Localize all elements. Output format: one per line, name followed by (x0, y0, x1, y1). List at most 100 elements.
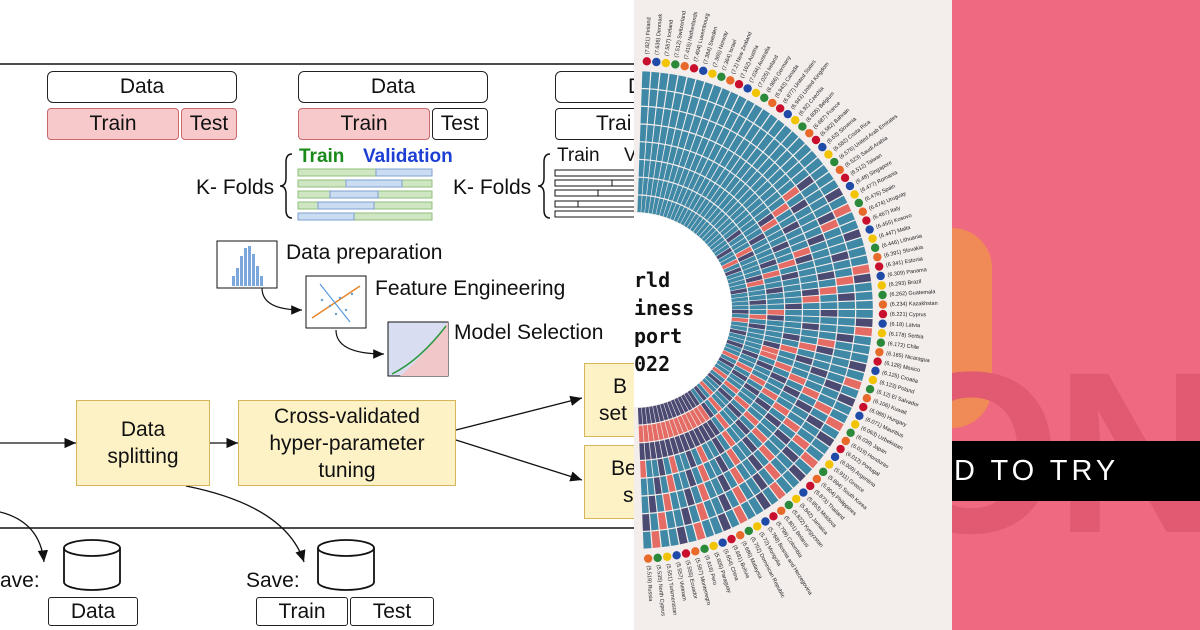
radial-segment (651, 423, 659, 441)
radial-segment (645, 142, 652, 160)
radial-segment (784, 315, 802, 322)
radial-segment (801, 386, 820, 400)
radial-segment (730, 158, 746, 175)
flag-icon (876, 338, 886, 347)
radial-segment (769, 434, 786, 451)
radial-segment (690, 154, 702, 172)
radial-segment (829, 195, 848, 211)
diagram-lines (0, 63, 634, 591)
banner-text: D TO TRY (954, 454, 1120, 487)
country-label: (6.293) Brazil (889, 279, 922, 288)
radial-segment (679, 149, 690, 168)
radial-segment (731, 301, 749, 306)
radial-segment (795, 354, 813, 366)
flag-icon (672, 551, 681, 560)
radial-segment (745, 274, 763, 283)
radial-segment (649, 406, 656, 424)
radial-segment (726, 426, 741, 444)
radial-segment (663, 200, 672, 218)
radial-segment (781, 156, 798, 173)
radial-segment (817, 211, 836, 226)
save-train-box: Train (256, 597, 348, 626)
radial-segment (676, 490, 688, 508)
radial-segment (640, 460, 647, 478)
radial-segment (722, 350, 739, 361)
radial-segment (673, 205, 685, 222)
radial-segment (648, 495, 657, 513)
flag-icon (854, 198, 864, 208)
radial-segment (782, 221, 800, 235)
radial-segment (644, 442, 651, 460)
radial-segment (764, 462, 781, 481)
radial-segment (697, 178, 710, 195)
radial-segment (781, 446, 799, 463)
radial-segment (707, 372, 723, 386)
flag-icon (643, 554, 653, 563)
radial-segment (775, 150, 793, 168)
radial-segment (773, 174, 790, 191)
radial-segment (639, 443, 645, 460)
radial-segment (791, 367, 809, 379)
radial-segment (656, 404, 665, 422)
radial-segment (737, 357, 755, 369)
radial-segment (778, 350, 796, 360)
radial-segment (741, 436, 758, 453)
flag-icon (876, 271, 885, 281)
radial-segment (788, 464, 806, 482)
radial-segment (651, 530, 661, 549)
radial-segment (776, 253, 794, 264)
country-label: (5.557) Vietnam (674, 562, 687, 602)
radial-segment (818, 278, 836, 288)
radial-segment (753, 364, 771, 376)
radial-segment (701, 227, 716, 242)
radial-segment (672, 92, 683, 111)
radial-segment (696, 137, 709, 156)
radial-segment (736, 440, 752, 458)
radial-segment (714, 146, 728, 165)
radial-segment (668, 146, 678, 164)
train-box-1: Train (47, 108, 179, 140)
radial-segment (836, 276, 854, 286)
radial-segment (831, 356, 850, 368)
radial-segment (846, 369, 865, 381)
radial-segment (683, 170, 695, 188)
radial-segment (729, 328, 747, 336)
radial-segment (805, 189, 824, 205)
radial-segment (764, 412, 782, 428)
country-label: (7.557) Iceland (664, 19, 675, 56)
radial-segment (755, 492, 771, 511)
radial-segment (653, 161, 662, 179)
radial-segment (747, 104, 763, 123)
radial-segment (782, 417, 801, 433)
radial-segment (668, 183, 678, 201)
radial-segment (757, 133, 774, 152)
radial-segment (833, 259, 851, 270)
radial-segment (699, 380, 714, 396)
radial-segment (758, 444, 775, 462)
radial-segment (731, 369, 748, 382)
radial-segment (749, 314, 767, 320)
radial-segment (656, 198, 664, 216)
radial-segment (761, 387, 779, 401)
radial-segment (660, 421, 669, 439)
radial-segment (772, 402, 790, 417)
radial-segment (684, 431, 696, 450)
radial-segment (784, 290, 802, 298)
radial-segment (716, 433, 731, 451)
radial-segment (829, 364, 848, 376)
radial-segment (667, 400, 677, 418)
flag-icon (830, 157, 839, 167)
flag-icon (846, 428, 855, 437)
radial-segment (664, 91, 675, 109)
radial-segment (669, 165, 679, 183)
radial-segment (714, 190, 729, 207)
radial-segment (798, 393, 817, 407)
radial-segment (798, 342, 817, 352)
radial-segment (672, 185, 683, 203)
flag-icon (850, 420, 860, 429)
radial-segment (790, 199, 809, 214)
radial-segment (823, 227, 842, 240)
radial-segment (780, 344, 798, 354)
radial-segment (729, 283, 747, 291)
radial-segment (701, 443, 714, 461)
